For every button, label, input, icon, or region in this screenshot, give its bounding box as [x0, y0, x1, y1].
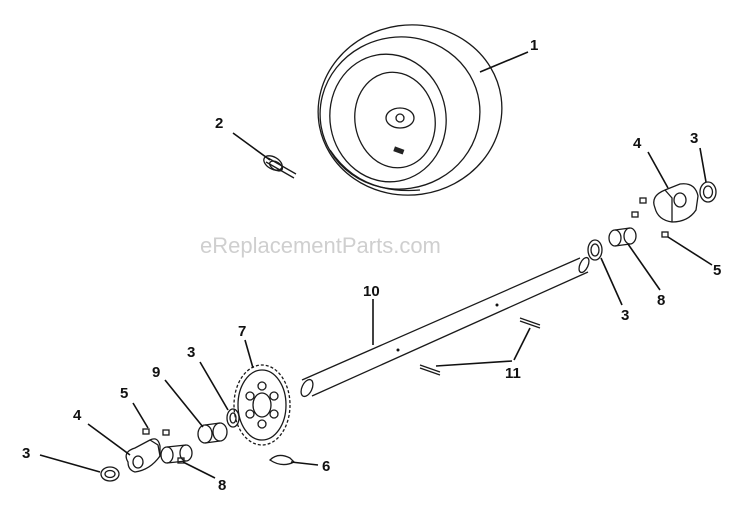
label-axle: 10 — [363, 283, 380, 300]
spacer — [197, 422, 228, 444]
bracket-left — [125, 438, 161, 473]
label-washer-mid-right: 3 — [621, 307, 629, 324]
label-washer-top-right: 3 — [690, 130, 698, 147]
label-washer-left-mid: 3 — [187, 344, 195, 361]
bracket-right — [653, 183, 699, 223]
label-bolt-right: 5 — [713, 262, 721, 279]
leader-5-left — [132, 402, 149, 429]
leader-3-mid-right — [600, 257, 623, 306]
leader-2 — [232, 132, 271, 161]
leader-1 — [479, 51, 529, 73]
leader-6 — [290, 461, 319, 466]
leader-3-top-right — [699, 147, 707, 183]
label-bolt-left: 5 — [120, 385, 128, 402]
label-bushing-right: 8 — [657, 292, 665, 309]
label-clip: 6 — [322, 458, 330, 475]
leader-4-left — [87, 423, 131, 456]
tire — [317, 24, 503, 196]
label-hairpin: 2 — [215, 115, 223, 132]
leader-5-right — [667, 236, 713, 266]
leader-11a — [435, 360, 513, 367]
leader-8-left — [182, 461, 216, 479]
label-gear: 7 — [238, 323, 246, 340]
washer-top-right — [699, 181, 717, 203]
hairpin-cotter — [263, 155, 297, 179]
roll-pins — [419, 317, 541, 376]
leader-7 — [244, 339, 254, 369]
label-bracket-right: 4 — [633, 135, 642, 152]
label-bracket-left: 4 — [73, 407, 82, 424]
label-spacer: 9 — [152, 364, 160, 381]
axle — [300, 256, 590, 398]
leader-3-bottom — [39, 454, 101, 473]
label-washer-left-bottom: 3 — [22, 445, 30, 462]
washer-mid-right — [587, 239, 603, 261]
leader-11b — [513, 327, 531, 361]
leader-8-right — [627, 243, 661, 291]
gear-sprocket — [233, 364, 291, 446]
leader-9 — [164, 379, 204, 428]
washer-left-mid — [226, 408, 240, 428]
bushing-left — [160, 444, 193, 464]
bushing-right — [608, 227, 637, 247]
leader-4-right — [647, 151, 669, 189]
clip — [268, 454, 296, 466]
bolts-right — [631, 197, 669, 238]
leader-3-mid — [199, 361, 229, 411]
label-pins: 11 — [505, 365, 521, 382]
washer-left-bottom — [100, 466, 120, 482]
label-bushing-left: 8 — [218, 477, 226, 494]
label-tire: 1 — [530, 37, 538, 54]
watermark: eReplacementParts.com — [200, 233, 441, 258]
